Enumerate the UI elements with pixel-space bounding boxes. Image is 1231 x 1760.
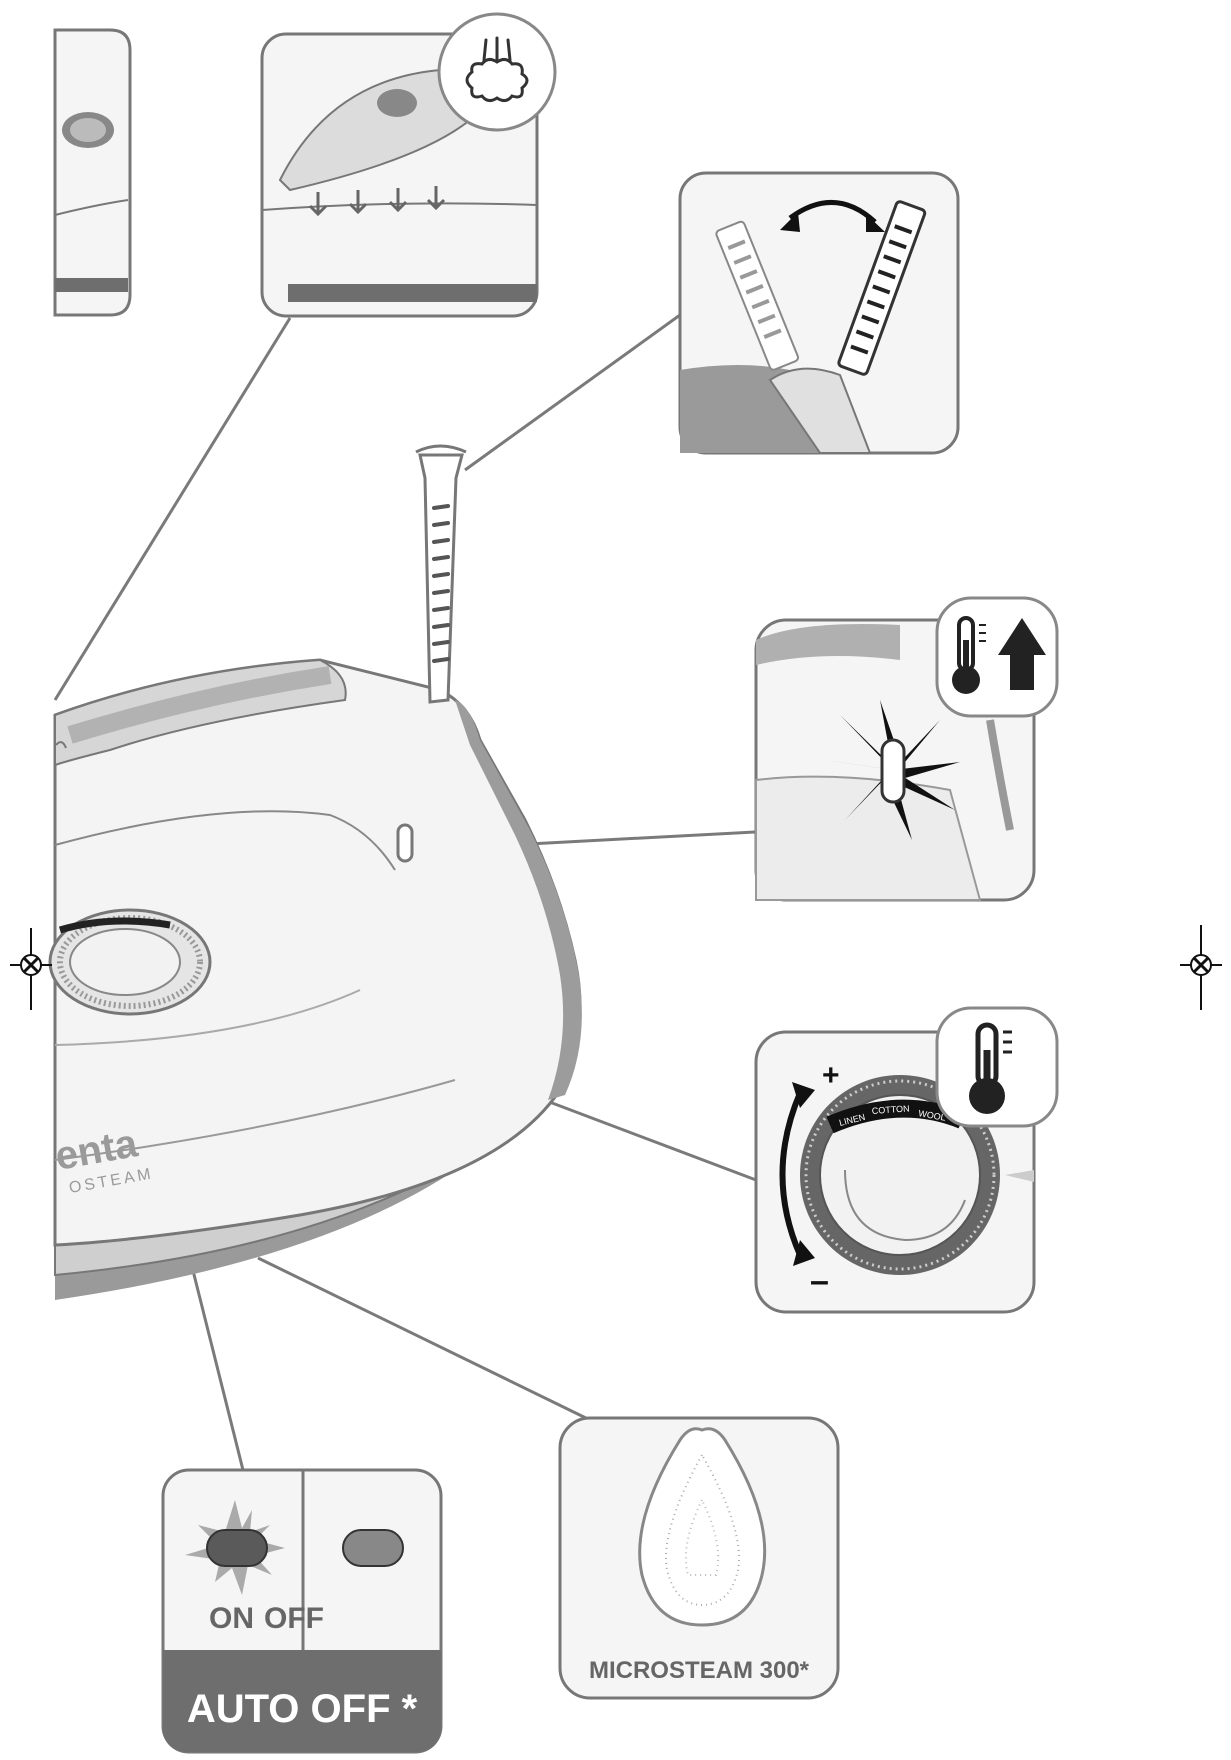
crosshair-icon-right [1180,925,1222,1010]
crosshair-icon [10,928,52,1010]
thermostat-light [396,823,414,863]
iron-body: enta OSTEAM [48,444,582,1300]
auto-off-footer-label: AUTO OFF * [187,1687,418,1731]
leader-line-soleplate [257,1256,591,1422]
rotate-arrow-icon [779,1091,803,1257]
dial-plus-sign: + [822,1059,840,1092]
thermometer-icon [935,1006,1059,1128]
soleplate-label: MICROSTEAM 300* [589,1657,810,1684]
blinking-led-icon [185,1500,285,1595]
dial-label-cotton: COTTON [871,1103,909,1116]
dial-label-wool: WOOL [918,1108,947,1123]
leader-line-shot-of-steam [53,317,292,701]
iron-dial [48,908,212,1016]
panel-spray-nozzle [678,171,960,455]
auto-off-on-label: ON [209,1602,254,1635]
leader-line-spray-nozzle [464,313,681,472]
thermometer-up-icon [935,596,1059,718]
auto-off-off-label: OFF [264,1602,324,1635]
steam-burst-icon [437,12,557,132]
led-off-indicator [342,1529,404,1567]
panel-thermostat-dial: LINEN COTTON WOOL + – [754,1006,1059,1314]
spray-nozzle [415,444,467,704]
panel-thermostat-light [754,596,1059,902]
panel-shot-of-steam [260,12,557,318]
soleplate-icon [638,1427,767,1627]
panel-auto-off: ON OFF AUTO OFF * [161,1468,443,1754]
panel-partial-top-left [53,28,132,317]
dial-minus-sign: – [810,1262,829,1300]
panel-soleplate: MICROSTEAM 300* [558,1416,840,1700]
